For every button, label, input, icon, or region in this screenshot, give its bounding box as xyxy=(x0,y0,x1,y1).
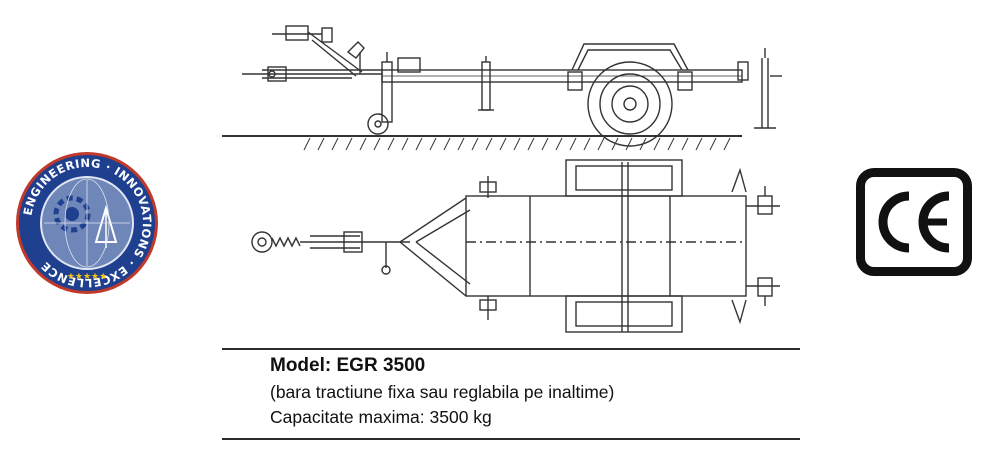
logo-stars: ★★★★★ xyxy=(67,272,107,282)
globe-grid-icon xyxy=(44,178,130,268)
capacity-line: Capacitate maxima: 3500 kg xyxy=(270,407,492,427)
caption-block: Model: EGR 3500 (bara tractiune fixa sau… xyxy=(270,354,790,429)
gear-icon xyxy=(53,195,91,233)
model-line: Model: EGR 3500 xyxy=(270,354,790,378)
model-label: Model: EGR xyxy=(270,355,378,376)
trailer-top-view-drawing xyxy=(251,159,780,333)
caption-top-rule xyxy=(222,348,800,350)
caption-bottom-rule xyxy=(222,438,800,440)
model-number: 3500 xyxy=(382,355,426,376)
trailer-side-view-drawing xyxy=(222,25,782,151)
compass-icon xyxy=(94,204,118,248)
ce-mark-icon xyxy=(856,168,972,276)
company-logo-seal: ENGINEERING · INNOVATIONS · EXCELLENCE ★… xyxy=(16,152,158,294)
drawbar-note: (bara tractiune fixa sau reglabila pe in… xyxy=(270,382,615,402)
